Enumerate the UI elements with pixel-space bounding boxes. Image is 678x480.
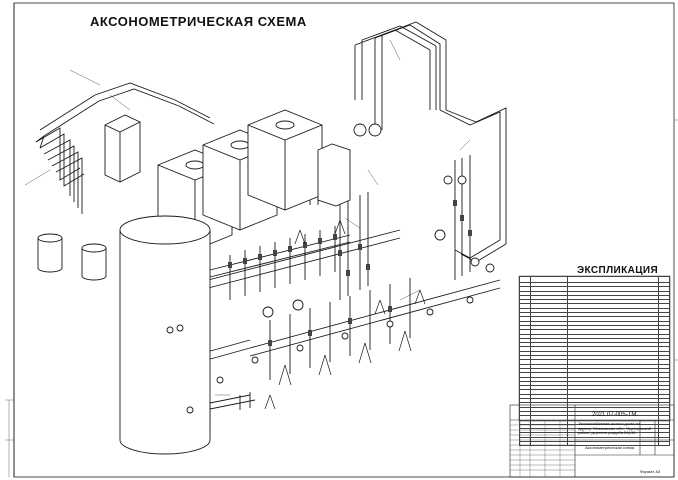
stamp-line-2: адресу: Московская обл., Одинцовский [578, 425, 651, 431]
table-row [519, 440, 670, 447]
stamp-project-name: Теплоснабжение жилого дома по адресу: Мо… [578, 421, 651, 436]
stamp-line-3: район, деревня усадьба ВЦ-38 [578, 430, 636, 436]
stamp-sheet-name: Аксонометрическая схема [585, 445, 635, 450]
drawing-title: АКСОНОМЕТРИЧЕСКАЯ СХЕМА [90, 14, 307, 29]
explication-table [519, 276, 670, 447]
stamp-format: Формат А3 [640, 469, 661, 474]
stamp-line-1: Теплоснабжение жилого дома по [578, 421, 640, 426]
explication-title: ЭКСПЛИКАЦИЯ [577, 265, 659, 276]
document-number: 2021.07-005-ТМ [592, 412, 637, 418]
